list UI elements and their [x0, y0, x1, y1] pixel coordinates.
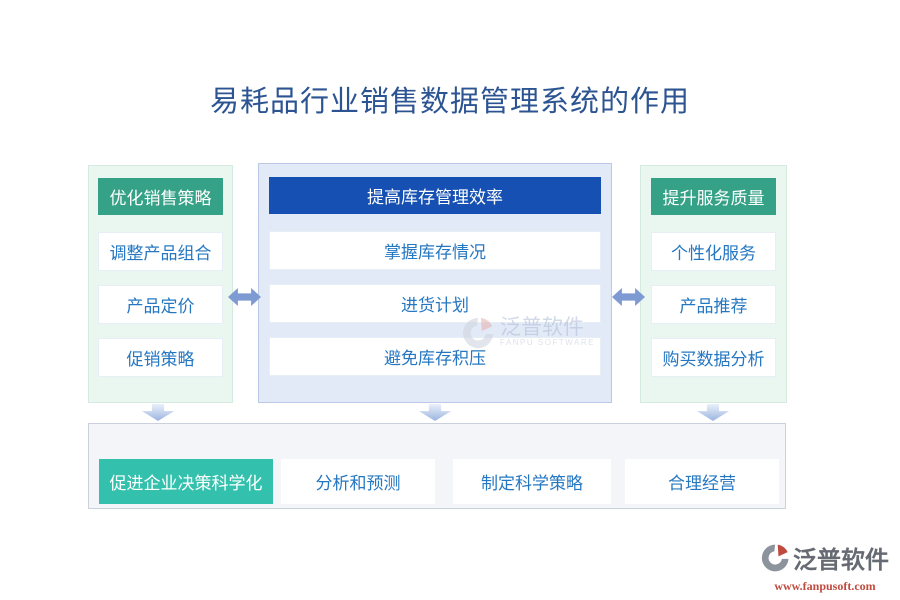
bottom-header: 促进企业决策科学化	[99, 459, 273, 504]
column-optimize-sales: 优化销售策略 调整产品组合 产品定价 促销策略	[88, 165, 233, 403]
down-arrow-icon	[419, 404, 451, 421]
diagram-item: 制定科学策略	[453, 459, 611, 504]
diagram-item: 避免库存积压	[269, 337, 601, 376]
diagram-item: 产品推荐	[651, 285, 776, 324]
double-arrow-icon	[228, 288, 261, 306]
watermark-brand: 泛普软件	[793, 547, 889, 574]
diagram-item: 进货计划	[269, 284, 601, 323]
diagram-item: 购买数据分析	[651, 338, 776, 377]
column-header: 优化销售策略	[98, 178, 223, 215]
diagram-item: 个性化服务	[651, 232, 776, 271]
column-header: 提升服务质量	[651, 178, 776, 215]
page-title: 易耗品行业销售数据管理系统的作用	[209, 86, 690, 118]
diagram-item: 分析和预测	[281, 459, 435, 504]
watermark-url: www.fanpusoft.com	[774, 579, 876, 593]
diagram-item: 合理经营	[625, 459, 779, 504]
bottom-band-decision-science: 促进企业决策科学化 分析和预测 制定科学策略 合理经营	[88, 423, 786, 509]
diagram-item: 促销策略	[98, 338, 223, 377]
down-arrow-icon	[142, 404, 174, 421]
column-inventory-efficiency: 提高库存管理效率 掌握库存情况 进货计划 避免库存积压	[258, 163, 612, 403]
down-arrow-icon	[697, 404, 729, 421]
diagram-item: 产品定价	[98, 285, 223, 324]
column-service-quality: 提升服务质量 个性化服务 产品推荐 购买数据分析	[640, 165, 787, 403]
column-header: 提高库存管理效率	[269, 177, 601, 214]
diagram-item: 调整产品组合	[98, 232, 223, 271]
diagram-item: 掌握库存情况	[269, 231, 601, 270]
watermark-corner: 泛普软件 www.fanpusoft.com	[760, 543, 890, 594]
double-arrow-icon	[612, 288, 645, 306]
fanpu-logo-icon	[761, 543, 791, 578]
